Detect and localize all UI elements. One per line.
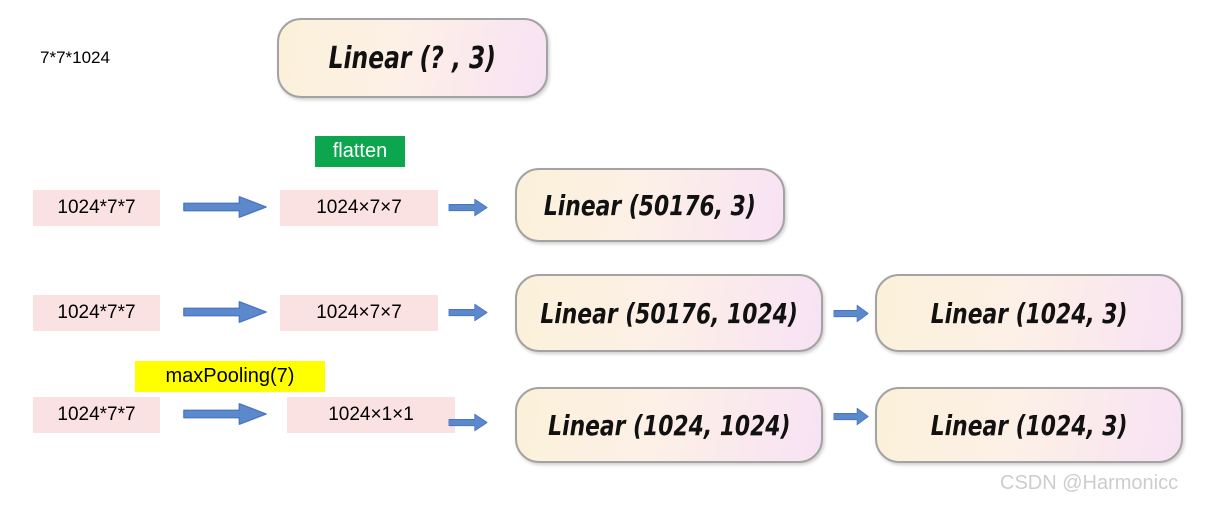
input-shape-label: 7*7*1024 <box>40 48 110 67</box>
flow-arrow-icon <box>448 197 488 218</box>
linear-layer-box: Linear (1024, 1024) <box>515 387 823 463</box>
transformed-shape-box: 1024×7×7 <box>280 190 438 226</box>
linear-layer-box: Linear (50176, 3) <box>515 168 785 242</box>
transformed-shape-box: 1024×1×1 <box>287 397 455 433</box>
transformed-shape-box: 1024×7×7 <box>280 295 438 331</box>
linear-layer-box: Linear (1024, 3) <box>875 387 1183 463</box>
flow-arrow-icon <box>833 303 869 324</box>
input-shape-box: 1024*7*7 <box>33 295 160 331</box>
linear-layer-label: Linear (50176, 3) <box>544 188 756 222</box>
linear-layer-label: Linear (1024, 1024) <box>547 408 791 442</box>
flatten-badge: flatten <box>315 136 405 167</box>
linear-layer-label: Linear (50176, 1024) <box>540 296 798 330</box>
maxpooling-badge: maxPooling(7) <box>135 361 325 392</box>
flow-arrow-icon <box>833 406 869 427</box>
page-watermark: CSDN @Harmonicc <box>1000 472 1179 494</box>
question-linear-label: Linear (? , 3) <box>328 40 497 76</box>
linear-layer-label: Linear (1024, 3) <box>930 408 1128 442</box>
question-linear-box: Linear (? , 3) <box>277 18 548 98</box>
input-shape-box: 1024*7*7 <box>33 397 160 433</box>
linear-layer-box: Linear (50176, 1024) <box>515 274 823 352</box>
flow-arrow-icon <box>448 302 488 323</box>
linear-layer-label: Linear (1024, 3) <box>930 296 1128 330</box>
flow-arrow-icon <box>182 194 268 220</box>
flow-arrow-icon <box>182 401 268 427</box>
linear-layer-box: Linear (1024, 3) <box>875 274 1183 352</box>
flow-arrow-icon <box>448 412 488 433</box>
flow-arrow-icon <box>182 299 268 325</box>
input-shape-box: 1024*7*7 <box>33 190 160 226</box>
